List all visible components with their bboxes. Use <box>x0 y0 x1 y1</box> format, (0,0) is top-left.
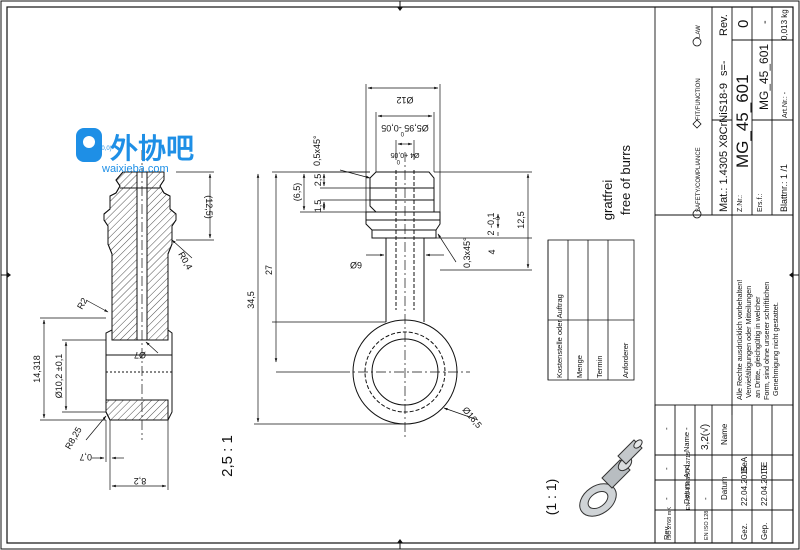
weight: 0,013 kg <box>780 9 789 40</box>
dash-4: - <box>662 497 671 500</box>
dim-0-7: 0,7 <box>79 452 92 462</box>
dim-d12: Ø12 <box>396 95 413 105</box>
dim-34-5: 34,5 <box>246 291 256 309</box>
dim-chamfer-0-3: 0,3x45° <box>462 237 472 268</box>
rev-label: Rev. <box>718 14 730 36</box>
dim-4: 4 <box>487 249 497 254</box>
watermark-corner-note: (50,0) <box>96 146 112 152</box>
dim-d10-2: Ø10,2 ±0,1 <box>54 354 64 398</box>
copyright-line-2: Verviefältigungen oder Mitteilungen <box>744 286 753 398</box>
std-iso128: EN ISO 128 <box>704 511 710 540</box>
art-number: Art.Nr.: - <box>782 91 789 118</box>
drawing-no: MG_45_601 <box>733 74 752 168</box>
dash-2: - <box>662 427 671 430</box>
gep-date: 22.04.2015 <box>760 465 769 506</box>
left-view-dimensions <box>40 171 214 490</box>
right-view-dimensions <box>254 84 532 425</box>
cost-table <box>547 239 635 381</box>
watermark-brand: 外协吧 <box>110 132 194 165</box>
gez-name: BeA <box>740 456 749 472</box>
cost-label-termin: Termin <box>595 355 604 378</box>
watermark-domain: waixieba.com <box>101 163 169 175</box>
dim-12-5-left: (12,5) <box>204 195 214 219</box>
copyright-line-1: Alle Rechte ausdrücklich vorbehalten! <box>735 280 744 400</box>
title-block-texts: SAFETY/COMPLIANCE FIT/FUNCTION LAW Mat.:… <box>662 9 789 540</box>
rev-value: 0 <box>735 20 752 28</box>
gez-label: Gez. <box>740 523 749 540</box>
dim-2: 2 -0,1 <box>486 212 496 235</box>
dim-d5-95: Ø5,95 -0,05 <box>381 123 429 133</box>
watermark-logo: 外协吧 waixieba.com (50,0) <box>76 128 194 175</box>
dash-3: - <box>682 427 691 430</box>
dim-r0-4: R0,4 <box>176 250 194 271</box>
replacement-rev: - <box>759 20 771 24</box>
compliance-fit: FIT/FUNCTION <box>696 78 702 120</box>
replacement-value: MG_45_601 <box>757 44 771 110</box>
cost-table-labels: Kostenstelle oder Auftrag Menge Termin A… <box>555 294 630 378</box>
dim-d5-95-upper: 0 <box>400 130 404 136</box>
dim-chamfer-0-5: 0,5x45° <box>312 135 322 166</box>
right-front-view <box>340 152 470 440</box>
and-col-head: And. <box>682 463 691 478</box>
std-iso2768: ISO 2768 mK <box>667 507 673 540</box>
dim-2-5: 2,5 <box>313 174 323 187</box>
dim-6-5: (6,5) <box>292 183 302 202</box>
dim-2-upper: 0 <box>496 216 502 220</box>
dim-d16-5: Ø16,5 <box>460 405 483 430</box>
note-gratfrei: gratfrei <box>600 180 615 221</box>
dim-r8-25: R8,25 <box>63 425 84 451</box>
cost-label-menge: Menge <box>575 355 584 378</box>
compliance-safety: SAFETY/COMPLIANCE <box>696 147 702 212</box>
dash-1: - <box>662 467 671 470</box>
dim-d4-lower: 0 <box>396 158 400 164</box>
copyright-line-3: an Dritte, gleichgültig in welcher <box>753 296 762 398</box>
s-value: s=- <box>718 60 730 76</box>
title-block <box>654 6 794 544</box>
dash-5: - <box>701 497 710 500</box>
rev-col-head: Rev. <box>662 525 671 540</box>
datum-head: Datum <box>720 476 729 500</box>
gep-label: Gep. <box>760 523 769 540</box>
copyright-line-5: Genehmigung nicht gestattet. <box>771 302 780 396</box>
cost-label-anforderer: Anforderer <box>621 342 630 378</box>
isometric-illustration <box>579 439 643 517</box>
roughness: 3,2(√) <box>699 424 711 450</box>
drawing-no-label: Z.Nr.: <box>737 195 744 212</box>
dim-12-5-right: 12,5 <box>516 211 526 229</box>
dim-6: 6Ø <box>350 260 362 270</box>
dim-d7: Ø7 <box>134 350 146 360</box>
dim-14-318: 14,318 <box>32 355 42 383</box>
replacement-label: Ers.f.: <box>757 194 764 212</box>
sheet-number: Blattnr.: 1 /1 <box>779 164 789 212</box>
compliance-symbols <box>692 37 702 219</box>
name-head: Name <box>720 423 729 445</box>
std-iso13715: ISO 13715 <box>686 452 692 478</box>
gez-date: 22.04.2015 <box>740 465 749 506</box>
dim-d4: Ø4 +0,05 <box>390 151 419 158</box>
dim-27: 27 <box>264 265 274 275</box>
dim-r2: R2 <box>75 296 89 311</box>
scale-main-label: 2,5 : 1 <box>219 435 236 477</box>
copyright-line-4: Form, sind ohne unserer schriftlichen <box>762 282 771 400</box>
datum-col-head: Datum <box>682 482 691 504</box>
gep-name: TE <box>760 462 769 472</box>
left-section-view <box>103 150 177 440</box>
compliance-law: LAW <box>696 25 702 38</box>
material-label: Mat.: 1.4305 X8CrNiS18-9 <box>718 83 730 212</box>
scale-iso-label: (1 : 1) <box>543 479 559 516</box>
name-col-head: Name <box>682 432 691 452</box>
std-iso1302: EN ISO 1302 <box>686 478 692 510</box>
note-free-of-burrs: free of burrs <box>618 144 633 215</box>
dim-1-5: 1,5 <box>313 200 323 213</box>
cost-label-kostenstelle: Kostenstelle oder Auftrag <box>555 294 564 378</box>
dim-8-2: 8,2 <box>134 476 147 486</box>
